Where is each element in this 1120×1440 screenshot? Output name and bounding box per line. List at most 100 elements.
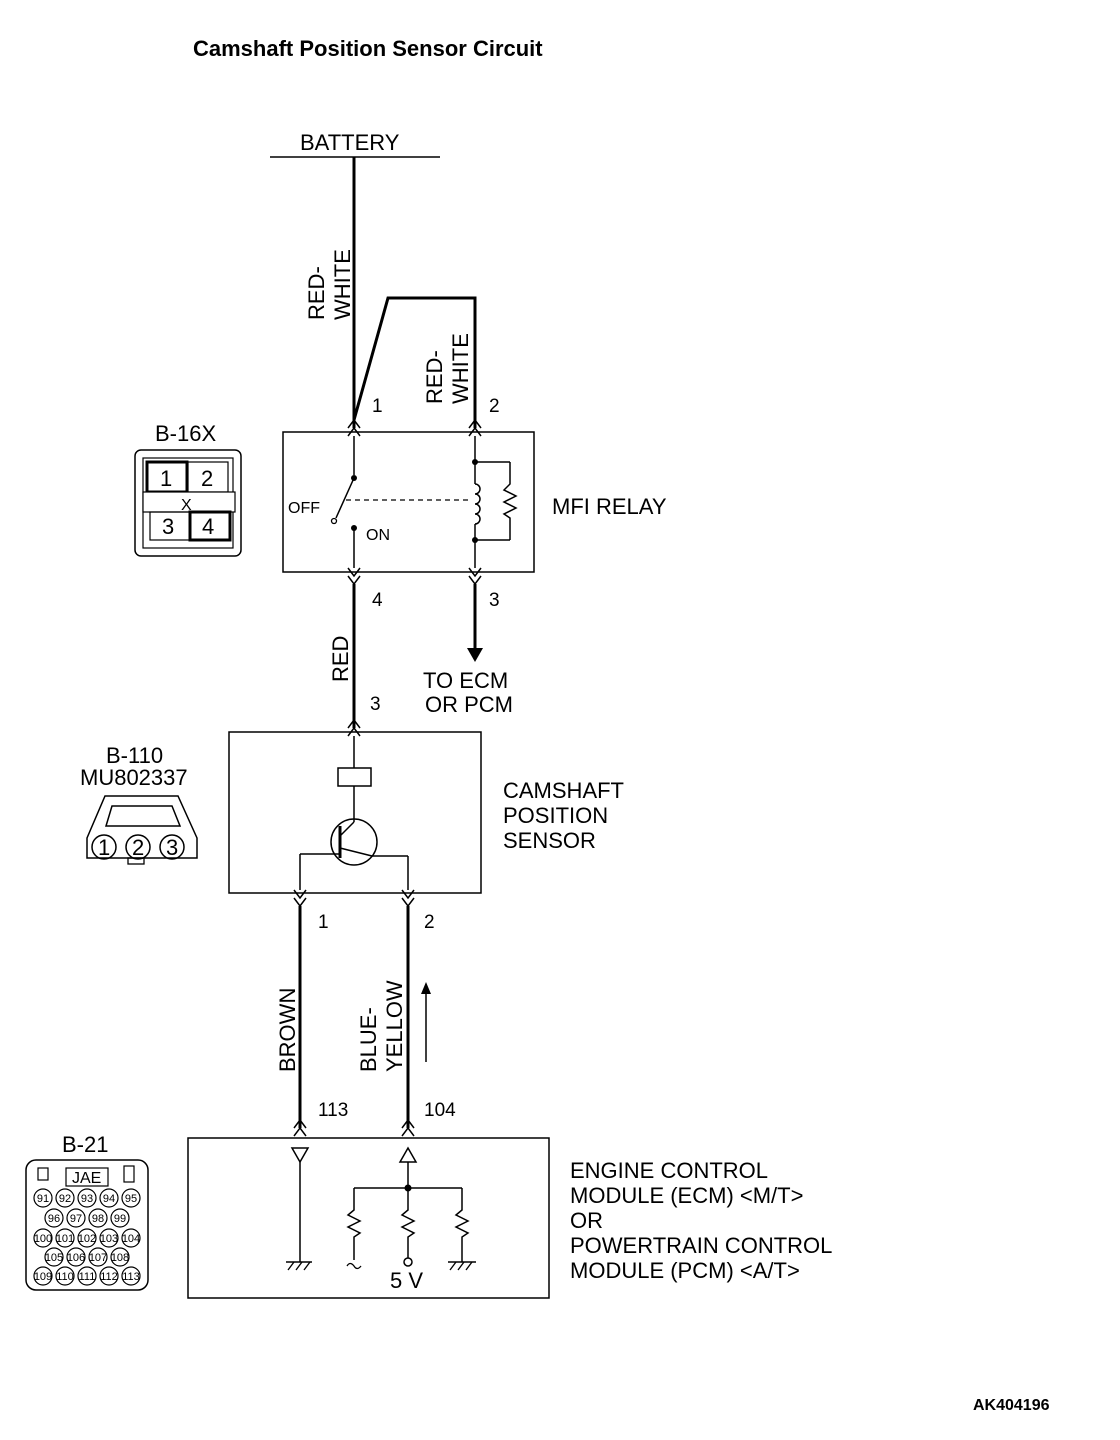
b21-pin: [44, 1208, 64, 1228]
b21-pin: [88, 1208, 108, 1228]
b21-pin-label: 102: [78, 1233, 96, 1245]
relay-pin-2: 2: [489, 396, 500, 417]
wire-label-red-white-2b: WHITE: [448, 333, 473, 404]
connector-mark: [347, 418, 361, 437]
b110-pin-3: 3: [166, 835, 178, 860]
sensor-pin-3: 3: [370, 694, 381, 715]
b21-pin-label: 100: [34, 1233, 52, 1245]
b21-pin: [110, 1208, 130, 1228]
sensor-element: [337, 767, 372, 787]
input-triangle-icon: [290, 1147, 310, 1164]
b21-pin-label: 108: [111, 1252, 129, 1264]
ecm-voltage-label: 5 V: [390, 1268, 423, 1293]
b21-pin: [99, 1188, 119, 1208]
ac-icon: [346, 1262, 362, 1270]
wire-label-blue-yellow-a: BLUE-: [356, 1007, 381, 1072]
b21-pin: [66, 1208, 86, 1228]
b21-label: B-21: [62, 1132, 108, 1157]
b21-pin: [110, 1247, 130, 1267]
b21-pin: [33, 1188, 53, 1208]
b21-pin: [55, 1188, 75, 1208]
b16x-pin-1: 1: [160, 466, 172, 491]
ecm-label-1: ENGINE CONTROL: [570, 1158, 768, 1183]
relay-pin-3: 3: [489, 590, 500, 611]
relay-coil: [474, 483, 481, 525]
b21-connector: [25, 1159, 149, 1291]
sensor-label-3: SENSOR: [503, 828, 596, 853]
connector-mark: [468, 418, 482, 437]
mfi-relay-label: MFI RELAY: [552, 494, 667, 519]
b21-pin-label: 101: [56, 1233, 74, 1245]
sensor-label-1: CAMSHAFT: [503, 778, 624, 803]
b21-pin-label: 104: [122, 1233, 140, 1245]
ecm-pin-113: 113: [318, 1100, 348, 1121]
b16x-x-mark: X: [181, 497, 192, 514]
wire-label-red: RED: [328, 636, 353, 682]
ecm-label-5: MODULE (PCM) <A/T>: [570, 1258, 800, 1283]
b21-pin: [33, 1228, 53, 1248]
ecm-resistor-right: [454, 1188, 470, 1262]
b21-pin: [44, 1247, 64, 1267]
b21-pin-label: 106: [67, 1252, 85, 1264]
b21-pin: [33, 1266, 53, 1286]
connector-mark: [468, 567, 482, 586]
b21-pin: [66, 1247, 86, 1267]
b110-pin-2: 2: [132, 835, 144, 860]
b21-pin-label: 105: [45, 1252, 63, 1264]
figure-reference: AK404196: [973, 1397, 1050, 1414]
b110-label: B-110: [106, 743, 163, 768]
b21-pin-label: 91: [37, 1193, 49, 1205]
ground-icon: [286, 1261, 312, 1271]
relay-pin-4: 4: [372, 590, 383, 611]
sensor-pin-1: 1: [318, 912, 329, 933]
battery-label: BATTERY: [300, 130, 400, 155]
b21-pin: [88, 1247, 108, 1267]
sensor-pin-2: 2: [424, 912, 435, 933]
b21-pin-label: 97: [70, 1213, 82, 1225]
b110-connector: [86, 795, 198, 859]
ecm-box: [187, 1137, 550, 1299]
wire-label-blue-yellow-b: YELLOW: [382, 980, 407, 1072]
to-ecm-label-2: OR PCM: [425, 692, 513, 717]
connector-mark: [293, 1118, 307, 1137]
supply-terminal-icon: [403, 1257, 413, 1267]
wire-relay-coil-feed: [352, 296, 477, 428]
connector-mark: [347, 567, 361, 586]
b21-pin-label: 98: [92, 1213, 104, 1225]
connector-mark: [401, 1118, 415, 1137]
b16x-pin-3: 3: [162, 514, 174, 539]
wire-label-red-white-1a: RED-: [304, 266, 329, 320]
diagram-title: Camshaft Position Sensor Circuit: [193, 36, 543, 61]
b16x-label: B-16X: [155, 421, 216, 446]
b21-pin-label: 92: [59, 1193, 71, 1205]
b21-pin-label: 113: [122, 1271, 140, 1283]
b21-pin-label: 110: [56, 1271, 74, 1283]
b21-pin: [77, 1228, 97, 1248]
b21-pin: [121, 1188, 141, 1208]
b21-maker: JAE: [72, 1170, 101, 1187]
b21-pin: [121, 1228, 141, 1248]
ecm-label-3: OR: [570, 1208, 603, 1233]
b16x-pin-4: 4: [202, 514, 214, 539]
ecm-resistor-middle: [400, 1188, 416, 1258]
wire-label-red-white-2a: RED-: [422, 350, 447, 404]
mfi-relay-box: [282, 431, 535, 573]
relay-resistor: [502, 462, 518, 540]
b16x-connector: [134, 449, 242, 557]
ecm-label-2: MODULE (ECM) <M/T>: [570, 1183, 803, 1208]
b21-pin-label: 96: [48, 1213, 60, 1225]
b110-pin-1: 1: [98, 835, 110, 860]
b21-pin: [77, 1266, 97, 1286]
relay-on-label: ON: [366, 527, 390, 544]
b21-pin: [121, 1266, 141, 1286]
b21-pin-label: 107: [89, 1252, 107, 1264]
ecm-label-4: POWERTRAIN CONTROL: [570, 1233, 832, 1258]
arrow-down-icon: [467, 648, 483, 662]
b21-pin: [99, 1228, 119, 1248]
relay-pin-1: 1: [372, 396, 383, 417]
wire-label-red-white-1b: WHITE: [330, 249, 355, 320]
to-ecm-label-1: TO ECM: [423, 668, 508, 693]
b21-pin: [55, 1266, 75, 1286]
b21-pin-label: 111: [79, 1271, 96, 1283]
